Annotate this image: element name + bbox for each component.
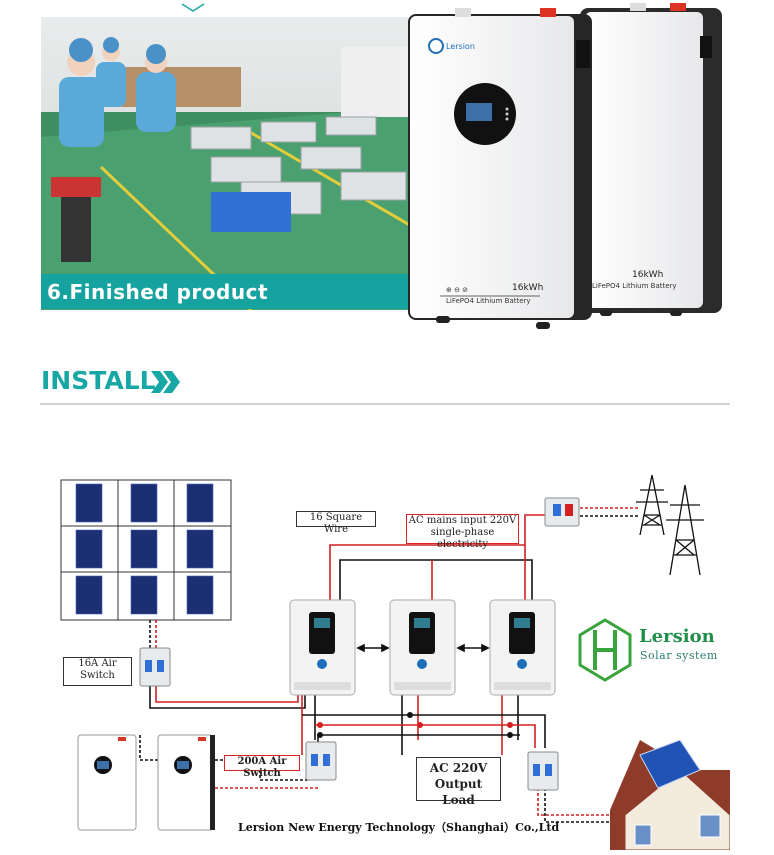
install-title: INSTALL: [41, 366, 156, 395]
switch16-line1: 16A Air: [78, 658, 117, 669]
label-16-square-wire: 16 Square Wire: [296, 511, 376, 535]
section-caption: 6.Finished product: [47, 280, 269, 304]
load-line1: AC 220V: [429, 761, 488, 775]
installation-diagram: [40, 470, 731, 851]
section-divider: [40, 403, 730, 405]
power-tower-icon: [636, 474, 704, 576]
battery-chem-label: LiFePO4 Lithium Battery: [446, 297, 531, 305]
lersion-logo-name: Lersion: [639, 626, 715, 647]
label-output-load: AC 220V Output Load: [416, 757, 501, 807]
factory-photo: [41, 17, 413, 310]
battery-brand-logo: Lersion: [446, 42, 475, 51]
battery-capacity-label: 16kWh: [512, 283, 543, 293]
mains-label-line1: AC mains input 220V: [408, 515, 517, 526]
caption-bar: [41, 274, 413, 309]
svg-text:LiFePO4 Lithium Battery: LiFePO4 Lithium Battery: [592, 282, 677, 290]
breaker-switches: [139, 497, 580, 791]
house-icon: [610, 739, 731, 851]
switch16-line2: Switch: [80, 670, 115, 681]
battery-units: [77, 734, 215, 831]
battery-product-image: Lersion ⊕ ⊖ ⊘ 16kWh LiFePO4 Lithium Batt…: [400, 0, 730, 335]
mains-label-line2: single-phase electricity: [430, 527, 495, 550]
company-footer: Lersion New Energy Technology（Shanghai）C…: [238, 821, 560, 834]
switch200-text: 200A Air Switch: [237, 756, 287, 779]
label-200a-switch: 200A Air Switch: [224, 755, 300, 779]
label-16a-switch: 16A Air Switch: [63, 657, 132, 686]
label-ac-mains: AC mains input 220V single-phase electri…: [406, 514, 519, 550]
inverter-units: [289, 599, 556, 696]
chevron-down-icon: [180, 0, 206, 18]
lersion-logo-sub: Solar system: [640, 649, 718, 662]
wire-label-text: 16 Square Wire: [309, 512, 363, 535]
solar-panel-array: [60, 479, 232, 621]
load-line2: Output Load: [434, 777, 483, 807]
double-chevron-icon: [151, 371, 181, 398]
svg-text:16kWh: 16kWh: [632, 270, 663, 280]
lersion-logo-icon: [578, 618, 632, 682]
svg-text:⊕ ⊖ ⊘: ⊕ ⊖ ⊘: [446, 286, 468, 294]
